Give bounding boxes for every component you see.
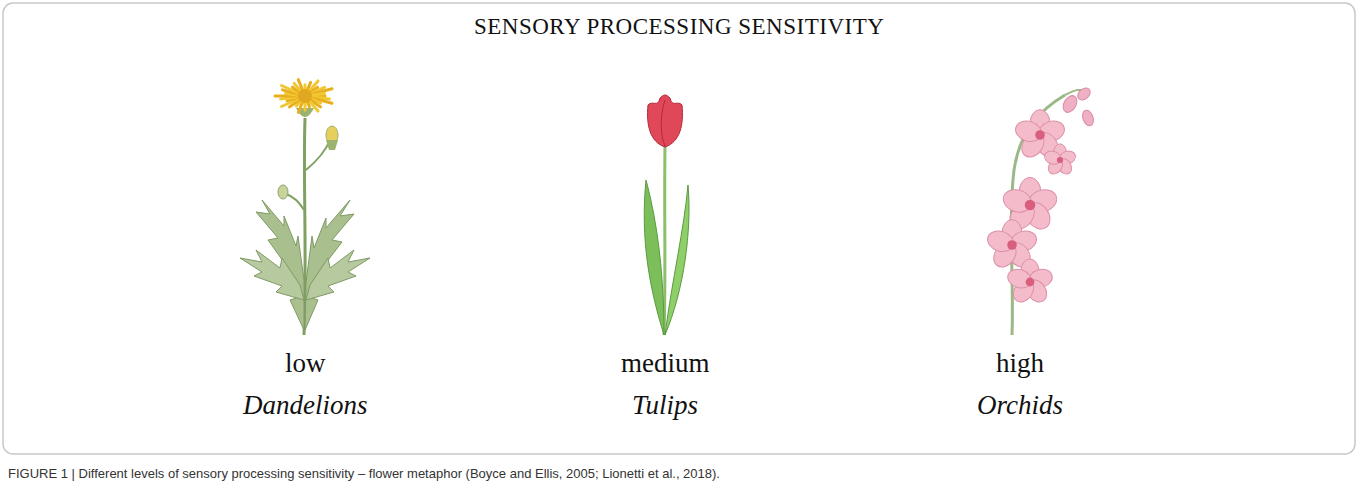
level-label: low: [285, 348, 326, 379]
dandelion-drawing: [240, 80, 370, 335]
flower-name: Orchids: [977, 390, 1063, 421]
orchid-drawing: [985, 86, 1096, 335]
tulip-drawing: [644, 95, 689, 335]
flower-name: Dandelions: [243, 390, 368, 421]
level-label: medium: [621, 348, 710, 379]
flower-name: Tulips: [632, 390, 698, 421]
figure-caption: FIGURE 1 | Different levels of sensory p…: [8, 466, 720, 481]
figure-title: SENSORY PROCESSING SENSITIVITY: [474, 14, 884, 40]
figure-frame: [3, 3, 1355, 454]
level-label: high: [996, 348, 1044, 379]
